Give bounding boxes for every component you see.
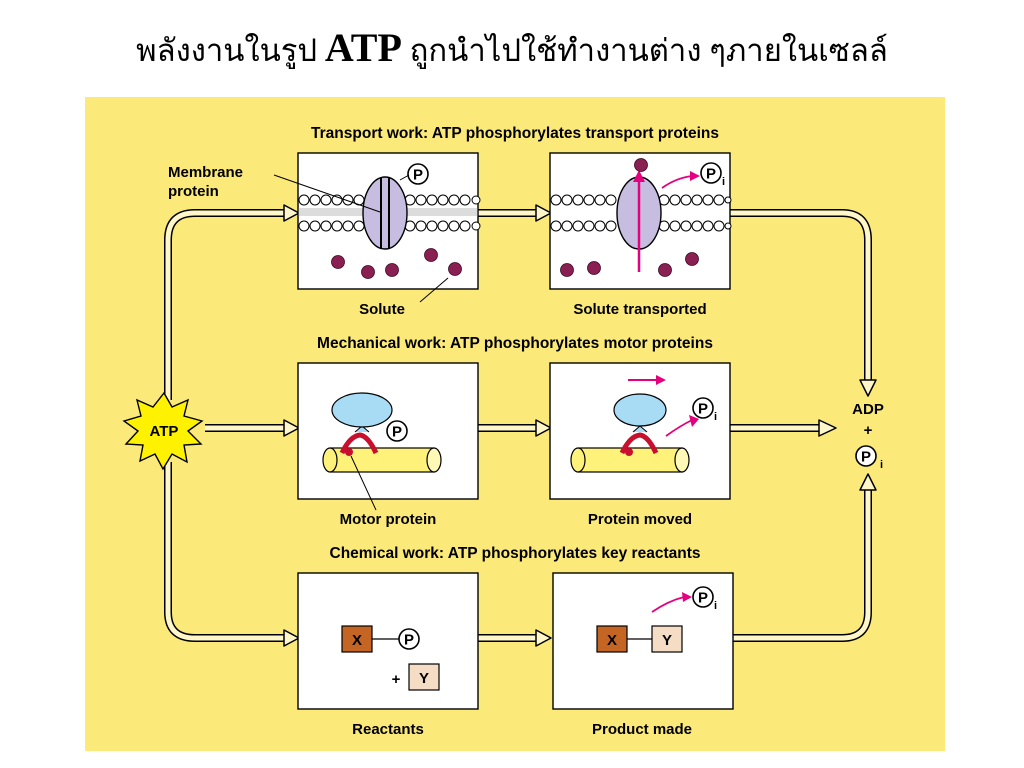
membrane-label-line1: Membrane bbox=[168, 164, 243, 181]
mechanical-heading: Mechanical work: ATP phosphorylates moto… bbox=[317, 335, 713, 352]
product-y-label: Y bbox=[662, 632, 672, 649]
title-text-after: ถูกนำไปใช้ทำงานต่าง ๆภายในเซลล์ bbox=[409, 33, 888, 68]
reactant-y-box bbox=[408, 663, 440, 691]
slide-title: พลังงานในรูป ATP ถูกนำไปใช้ทำงานต่าง ๆภา… bbox=[0, 20, 1024, 76]
transport-left-caption: Solute bbox=[359, 301, 405, 318]
solute-molecules bbox=[331, 248, 462, 279]
reactant-plus: + bbox=[392, 671, 401, 688]
mechanical-box-before bbox=[297, 362, 479, 511]
output-adp-pi: ADP + i bbox=[852, 401, 884, 471]
pi-subscript: i bbox=[722, 176, 725, 188]
phosphate-icon bbox=[692, 397, 714, 419]
mechanical-right-caption: Protein moved bbox=[588, 511, 692, 528]
chemical-box-before: X + Y bbox=[297, 572, 479, 710]
transport-heading: Transport work: ATP phosphorylates trans… bbox=[311, 125, 719, 142]
transport-right-caption: Solute transported bbox=[573, 301, 706, 318]
membrane-label-line2: protein bbox=[168, 183, 219, 200]
pi-subscript: i bbox=[714, 600, 717, 612]
reactant-x-label: X bbox=[352, 632, 362, 649]
mechanical-left-caption: Motor protein bbox=[340, 511, 437, 528]
phosphate-icon bbox=[692, 586, 714, 608]
chemical-box-after: X Y i bbox=[552, 572, 734, 710]
mechanical-box-after: i bbox=[549, 362, 731, 500]
chemical-left-caption: Reactants bbox=[352, 721, 424, 738]
chemical-right-caption: Product made bbox=[592, 721, 692, 738]
pi-subscript: i bbox=[714, 411, 717, 423]
title-text-before: พลังงานในรูป bbox=[136, 33, 318, 68]
membrane-protein-shape bbox=[362, 176, 408, 250]
atp-starburst: ATP bbox=[122, 391, 204, 471]
product-x-label: X bbox=[607, 632, 617, 649]
motor-head bbox=[331, 392, 393, 428]
product-y-box bbox=[651, 625, 683, 653]
adp-label: ADP bbox=[852, 401, 884, 418]
motor-neck bbox=[339, 432, 379, 455]
transport-box-before bbox=[273, 152, 481, 303]
phosphate-icon bbox=[386, 420, 408, 442]
phosphate-icon bbox=[700, 162, 722, 184]
reactant-y-label: Y bbox=[419, 670, 429, 687]
chemical-heading: Chemical work: ATP phosphorylates key re… bbox=[330, 545, 701, 562]
phosphate-icon bbox=[855, 445, 877, 467]
phosphate-icon bbox=[398, 628, 420, 650]
arrow-heads bbox=[283, 204, 877, 647]
phosphate-icon bbox=[407, 163, 429, 185]
plus-label: + bbox=[864, 422, 873, 439]
flow-arrows bbox=[164, 209, 872, 642]
reactant-x-box bbox=[341, 625, 373, 653]
title-atp: ATP bbox=[324, 25, 402, 70]
atp-label: ATP bbox=[150, 423, 179, 440]
transport-box-after: i bbox=[549, 152, 732, 290]
pi-subscript: i bbox=[880, 459, 883, 471]
